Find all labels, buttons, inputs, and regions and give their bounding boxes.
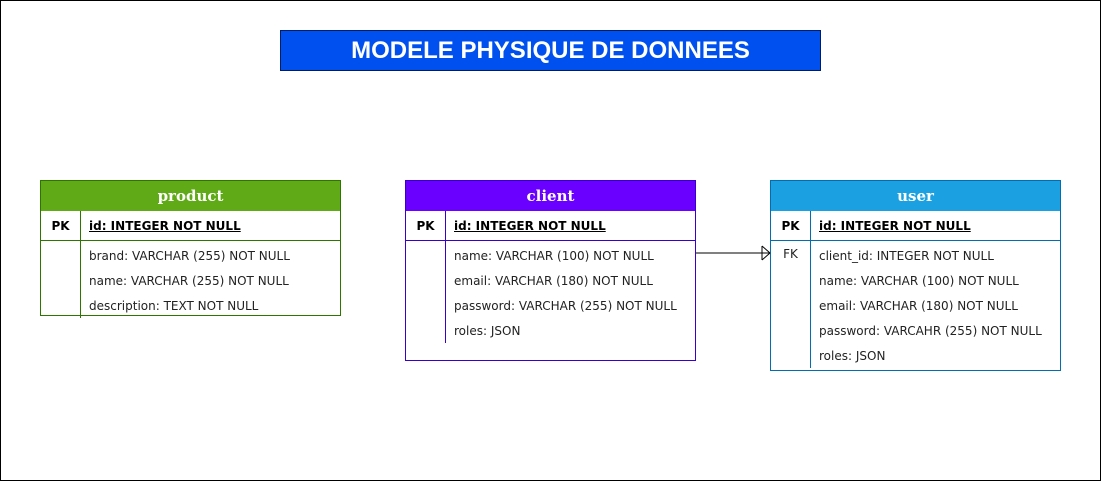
entity-body-user: FK client_id: INTEGER NOT NULL name: VAR… — [771, 241, 1060, 368]
key-column: FK — [771, 241, 811, 368]
field-client-id: client_id: INTEGER NOT NULL — [819, 248, 994, 263]
pk-field-product-id: id: INTEGER NOT NULL — [89, 218, 241, 233]
field-email: email: VARCHAR (180) NOT NULL — [819, 298, 1018, 313]
field-brand: brand: VARCHAR (255) NOT NULL — [89, 248, 290, 263]
entity-header-user: user — [771, 181, 1060, 211]
entity-header-product: product — [41, 181, 340, 211]
field-name: name: VARCHAR (255) NOT NULL — [89, 273, 289, 288]
pk-label: PK — [771, 211, 811, 240]
field-description: description: TEXT NOT NULL — [89, 298, 259, 313]
field-name: name: VARCHAR (100) NOT NULL — [819, 273, 1019, 288]
key-column — [406, 241, 446, 343]
field-password: password: VARCAHR (255) NOT NULL — [819, 323, 1042, 338]
entity-body-product: brand: VARCHAR (255) NOT NULL name: VARC… — [41, 241, 340, 318]
field-password: password: VARCHAR (255) NOT NULL — [454, 298, 677, 313]
entity-user[interactable]: user PK id: INTEGER NOT NULL FK client_i… — [770, 180, 1061, 371]
crow-foot-marker — [761, 245, 771, 261]
entity-product[interactable]: product PK id: INTEGER NOT NULL brand: V… — [40, 180, 341, 318]
field-roles: roles: JSON — [454, 323, 521, 338]
pk-row-user: PK id: INTEGER NOT NULL — [771, 211, 1060, 241]
fk-label: FK — [783, 246, 798, 261]
entity-header-client: client — [406, 181, 695, 211]
pk-label: PK — [406, 211, 446, 240]
entity-body-client: name: VARCHAR (100) NOT NULL email: VARC… — [406, 241, 695, 343]
field-roles: roles: JSON — [819, 348, 886, 363]
field-list: brand: VARCHAR (255) NOT NULL name: VARC… — [81, 241, 340, 318]
diagram-title: MODELE PHYSIQUE DE DONNEES — [280, 30, 821, 71]
key-column — [41, 241, 81, 318]
pk-field-client-id: id: INTEGER NOT NULL — [454, 218, 606, 233]
pk-row-client: PK id: INTEGER NOT NULL — [406, 211, 695, 241]
pk-row-product: PK id: INTEGER NOT NULL — [41, 211, 340, 241]
field-name: name: VARCHAR (100) NOT NULL — [454, 248, 654, 263]
field-email: email: VARCHAR (180) NOT NULL — [454, 273, 653, 288]
pk-field-user-id: id: INTEGER NOT NULL — [819, 218, 971, 233]
pk-label: PK — [41, 211, 81, 240]
entity-client[interactable]: client PK id: INTEGER NOT NULL name: VAR… — [405, 180, 696, 361]
field-list: client_id: INTEGER NOT NULL name: VARCHA… — [811, 241, 1060, 368]
field-list: name: VARCHAR (100) NOT NULL email: VARC… — [446, 241, 695, 343]
